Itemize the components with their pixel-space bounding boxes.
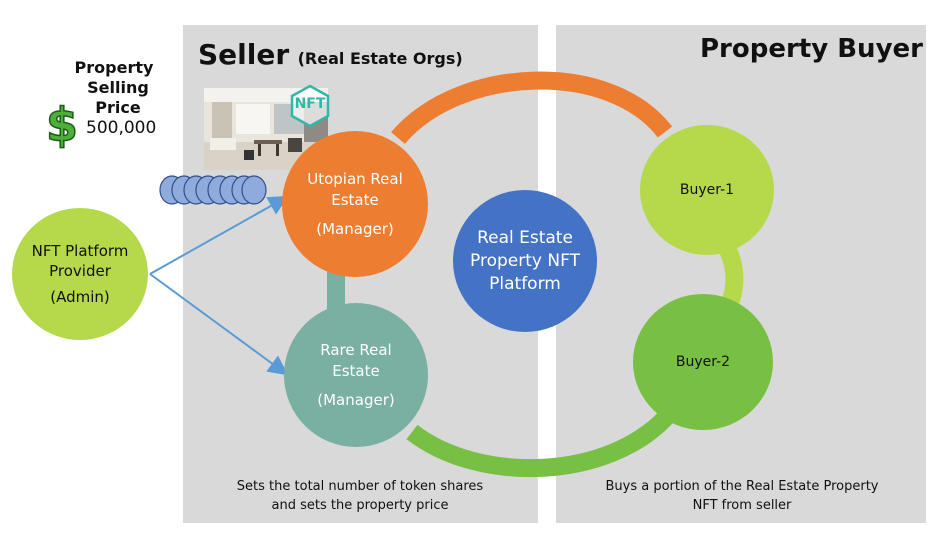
price-label: Property Selling Price <box>64 58 164 118</box>
rare-line3: (Manager) <box>317 390 395 409</box>
rare-line2: Estate <box>332 361 380 380</box>
buyer1-node: Buyer-1 <box>640 125 774 255</box>
admin-to-rare-arrow <box>149 273 289 376</box>
seller-title-row: Seller (Real Estate Orgs) <box>198 38 463 71</box>
admin-node: NFT Platform Provider (Admin) <box>12 208 148 340</box>
nft-badge-text: NFT <box>294 96 326 112</box>
admin-line3: (Admin) <box>50 288 110 306</box>
admin-to-utopian-arrow <box>149 196 289 275</box>
buyer-caption-line2: NFT from seller <box>692 498 792 513</box>
rare-node: Rare Real Estate (Manager) <box>284 303 428 447</box>
price-label-line2: Selling Price <box>87 78 149 117</box>
seller-caption-line1: Sets the total number of token shares <box>236 479 484 494</box>
buyer-caption-line1: Buys a portion of the Real Estate Proper… <box>605 479 879 494</box>
buyer2-node: Buyer-2 <box>633 294 773 430</box>
buyer2-label: Buyer-2 <box>675 354 731 370</box>
buyer-caption: Buys a portion of the Real Estate Proper… <box>572 477 912 515</box>
token-coins-icon <box>159 175 267 205</box>
buyer-panel-title: Property Buyer <box>700 34 923 64</box>
utopian-line2: Estate <box>331 190 379 209</box>
nft-badge-icon: NFT <box>288 84 332 128</box>
seller-caption-line2: and sets the property price <box>271 498 449 513</box>
dollar-icon: $ <box>45 98 79 152</box>
price-amount: 500,000 <box>86 118 157 138</box>
seller-subtitle: (Real Estate Orgs) <box>297 49 463 68</box>
buyer1-label: Buyer-1 <box>679 182 735 198</box>
platform-node: Real Estate Property NFT Platform <box>453 190 597 332</box>
seller-caption: Sets the total number of token shares an… <box>190 477 530 515</box>
admin-line2: Provider <box>49 262 111 280</box>
platform-line2: Property NFT <box>470 250 580 271</box>
platform-line1: Real Estate <box>477 227 573 248</box>
orange-arc <box>391 71 673 145</box>
seller-title: Seller <box>198 38 290 71</box>
utopian-line1: Utopian Real <box>307 169 403 188</box>
platform-line3: Platform <box>489 273 561 294</box>
utopian-line3: (Manager) <box>316 219 394 238</box>
admin-line1: NFT Platform <box>31 242 129 260</box>
rare-line1: Rare Real <box>320 340 392 359</box>
price-label-line1: Property <box>74 58 154 77</box>
green-arc <box>406 408 675 478</box>
utopian-node: Utopian Real Estate (Manager) <box>282 131 428 277</box>
